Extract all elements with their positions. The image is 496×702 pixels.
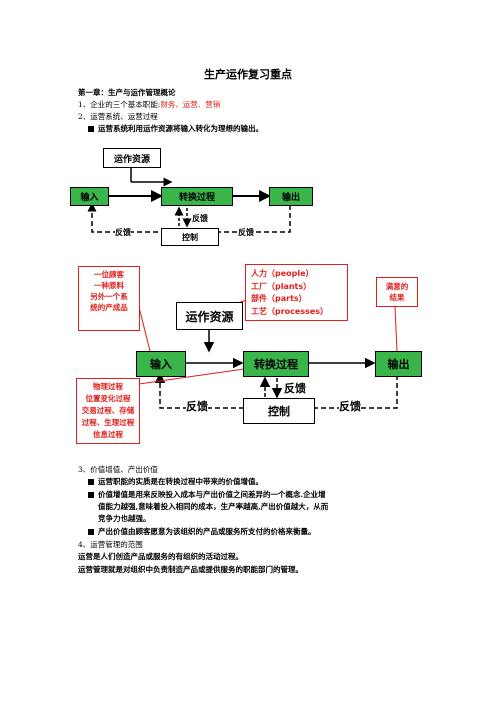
section-3-bullet-1: 运营职能的实质是在转换过程中带来的价值增值。 bbox=[88, 477, 263, 487]
page-title: 生产运作复习重点 bbox=[204, 68, 292, 81]
callout-line: 结果 bbox=[389, 293, 405, 302]
section-3-bullet-2-cont-1: 值能力越强,意味着投入相同的成本，生产率越高,产出价值越大，从而 bbox=[98, 502, 329, 511]
callout-line: 一位顾客 bbox=[94, 270, 124, 279]
d2-process-types-callout: 物理过程 位置变化过程 交易过程、存储 过程、生理过程 信息过程 bbox=[76, 378, 140, 444]
callout-line: 过程、生理过程 bbox=[81, 418, 135, 427]
callout-line: 满意的 bbox=[385, 282, 409, 291]
section-1-value: 财务、运营、营销 bbox=[160, 100, 221, 109]
callout-line: 部件（parts） bbox=[251, 294, 307, 303]
d2-process-box: 转换过程 bbox=[243, 351, 309, 377]
bullet-square-icon bbox=[88, 479, 94, 485]
callout-line: 交易过程、存储 bbox=[81, 406, 135, 415]
d1-feedback-label-left: 反馈 bbox=[115, 227, 131, 238]
section-3-heading: 3、价值增值、产出价值 bbox=[78, 465, 158, 474]
d2-output-box: 输出 bbox=[375, 351, 422, 377]
callout-line: 统的产成品 bbox=[90, 303, 128, 312]
section-4-line-2: 运营管理就是对组织中负责制造产品或提供服务的职能部门的管理。 bbox=[78, 565, 303, 574]
callout-line: 工厂（plants） bbox=[251, 281, 312, 291]
section-1-label: 1、企业的三个基本职能: bbox=[78, 100, 161, 109]
bullet-square-icon bbox=[88, 529, 94, 535]
section-4-heading: 4、运营管理的范围 bbox=[78, 540, 143, 549]
d2-input-examples-callout: 一位顾客 一种原料 另外一个系 统的产成品 bbox=[78, 266, 140, 331]
bullet-square-icon bbox=[88, 492, 94, 498]
callout-line: 人力（people） bbox=[251, 269, 314, 278]
d1-feedback-label-right: 反馈 bbox=[238, 227, 254, 238]
d2-control-box: 控制 bbox=[243, 398, 315, 424]
d1-process-box: 转换过程 bbox=[161, 187, 233, 206]
d2-resources-callout: 人力（people） 工厂（plants） 部件（parts） 工艺（proce… bbox=[245, 264, 348, 321]
bullet-text: 运营系统利用运作资源将输入转化为理想的输出。 bbox=[98, 124, 263, 133]
bullet-square-icon bbox=[88, 126, 94, 132]
bullet-text: 价值增值是用来反映投入成本与产出价值之间差异的一个概念.企业增 bbox=[98, 490, 326, 499]
callout-line: 信息过程 bbox=[93, 430, 123, 439]
section-1: 1、企业的三个基本职能:财务、运营、营销 bbox=[78, 100, 220, 110]
chapter-heading: 第一章：生产与运作管理概论 bbox=[78, 88, 176, 97]
callout-line: 工艺（processes） bbox=[251, 306, 329, 316]
callout-line: 物理过程 bbox=[93, 382, 123, 391]
callout-line: 位置变化过程 bbox=[85, 394, 131, 403]
d2-result-callout: 满意的 结果 bbox=[376, 277, 418, 307]
d1-output-box: 输出 bbox=[269, 187, 313, 206]
section-3-bullet-2-cont-2: 竞争力也越强。 bbox=[98, 514, 151, 523]
d2-feedback-label-right: 反馈 bbox=[339, 398, 361, 414]
d2-feedback-label-left: 反馈 bbox=[186, 398, 208, 414]
d2-resource-box: 运作资源 bbox=[176, 302, 243, 330]
bullet-text: 运营职能的实质是在转换过程中带来的价值增值。 bbox=[98, 477, 263, 486]
callout-line: 一种原料 bbox=[94, 281, 124, 290]
section-3-bullet-2: 价值增值是用来反映投入成本与产出价值之间差异的一个概念.企业增 bbox=[88, 490, 326, 500]
section-4-line-1: 运营是人们创造产品或服务的有组织的活动过程。 bbox=[78, 552, 243, 561]
d1-feedback-label-center: 反馈 bbox=[192, 213, 208, 224]
section-3-bullet-3: 产出价值由顾客愿意为该组织的产品或服务所支付的价格来衡量。 bbox=[88, 527, 316, 537]
section-2-heading: 2、运营系统、运营过程 bbox=[78, 112, 158, 121]
d1-control-box: 控制 bbox=[161, 228, 219, 246]
d1-resource-box: 运作资源 bbox=[103, 148, 161, 168]
d2-feedback-label-center: 反馈 bbox=[284, 380, 306, 396]
d1-input-box: 输入 bbox=[70, 187, 109, 206]
section-2-bullet: 运营系统利用运作资源将输入转化为理想的输出。 bbox=[88, 124, 263, 134]
bullet-text: 产出价值由顾客愿意为该组织的产品或服务所支付的价格来衡量。 bbox=[98, 527, 316, 536]
d2-input-box: 输入 bbox=[136, 351, 186, 377]
callout-line: 另外一个系 bbox=[90, 292, 128, 301]
